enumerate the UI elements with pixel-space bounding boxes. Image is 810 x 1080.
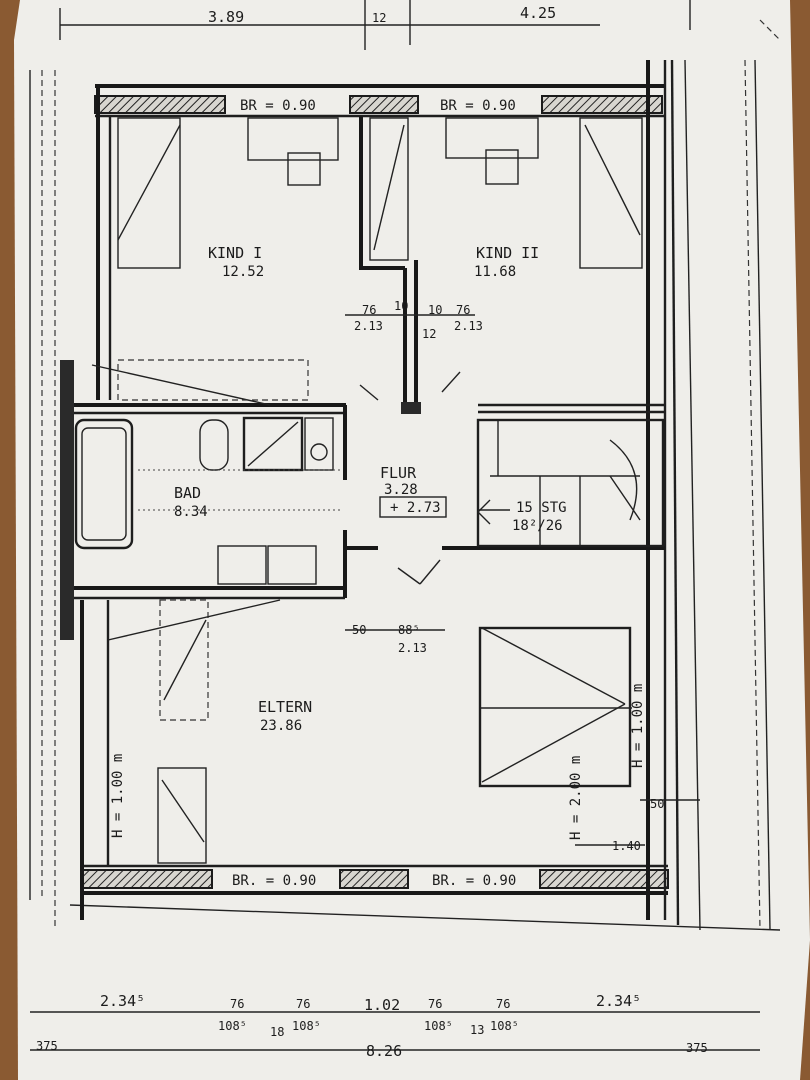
dim-bottom-13: 13 [470,1023,484,1037]
level-box [379,496,447,518]
bathroom-fixtures [74,416,340,585]
room-name-kind2: KIND II [476,244,539,262]
dim-bottom-total: 8.26 [366,1042,402,1060]
floor-level-flur: + 2.73 [390,500,441,516]
paper-sheet [14,0,810,1080]
dim-bottom-375-left: 375 [36,1039,58,1053]
dim-bottom-76a: 76 [230,997,244,1011]
dim-bottom-108a: 108⁵ [218,1019,247,1033]
dim-door-kind1-width: 76 [362,303,376,317]
dim-bottom-76c: 76 [428,997,442,1011]
dim-wall-b: 12 [422,327,436,341]
window-label-top-right: BR = 0.90 [440,98,516,114]
dim-door-kind1-height: 2.13 [354,319,383,333]
exterior-walls [80,59,680,926]
dim-eltern-left: 50 [352,623,366,637]
door-swings [91,364,461,585]
room-name-bad: BAD [174,484,201,502]
dim-eltern-door-width: 88⁵ [398,623,420,637]
room-area-kind1: 12.52 [222,264,264,280]
outer-boundary-lines [29,59,781,931]
window-label-bottom-left: BR. = 0.90 [232,873,316,889]
dim-top-left: 3.89 [208,8,244,26]
dim-eltern-door-height: 2.13 [398,641,427,655]
top-dimension-strip [59,0,781,50]
interior-dimension-lines [30,314,760,1051]
dim-door-kind2-width: 76 [456,303,470,317]
dim-bottom-18: 18 [270,1025,284,1039]
dim-bottom-108b: 108⁵ [292,1019,321,1033]
height-label-left: H = 1.00 m [110,754,126,838]
dim-bottom-left: 2.34⁵ [100,992,145,1010]
dim-top-mid: 12 [372,11,386,25]
dim-wall-a: 10 [394,299,408,313]
kind2-furniture [369,117,643,269]
dim-bottom-108d: 108⁵ [490,1019,519,1033]
dim-bottom-375-right: 375 [686,1041,708,1055]
kind1-furniture [117,117,339,401]
room-name-eltern: ELTERN [258,698,312,716]
dim-right-140: 1.40 [612,839,641,853]
dim-right-50: 50 [650,797,664,811]
dim-top-right: 4.25 [520,4,556,22]
room-name-kind1: KIND I [208,244,262,262]
room-area-flur: 3.28 [384,482,418,498]
room-area-bad: 8.34 [174,504,208,520]
height-label-inner: H = 2.00 m [568,756,584,840]
interior-walls [60,116,665,640]
room-area-kind2: 11.68 [474,264,516,280]
window-label-bottom-right: BR. = 0.90 [432,873,516,889]
stairs-steps: 15 STG [516,500,567,516]
dim-door-kind2-height: 2.13 [454,319,483,333]
room-name-flur: FLUR [380,464,417,482]
dim-wall-c: 10 [428,303,442,317]
height-label-right: H = 1.00 m [630,684,646,768]
eltern-furniture [107,599,632,864]
dim-bottom-right: 2.34⁵ [596,992,641,1010]
staircase [476,418,665,548]
dim-bottom-102: 1.02 [364,996,400,1014]
dim-bottom-108c: 108⁵ [424,1019,453,1033]
room-area-eltern: 23.86 [260,718,302,734]
dim-bottom-76b: 76 [296,997,310,1011]
window-label-top-left: BR = 0.90 [240,98,316,114]
stairs-ratio: 18²/26 [512,518,563,534]
dim-bottom-76d: 76 [496,997,510,1011]
